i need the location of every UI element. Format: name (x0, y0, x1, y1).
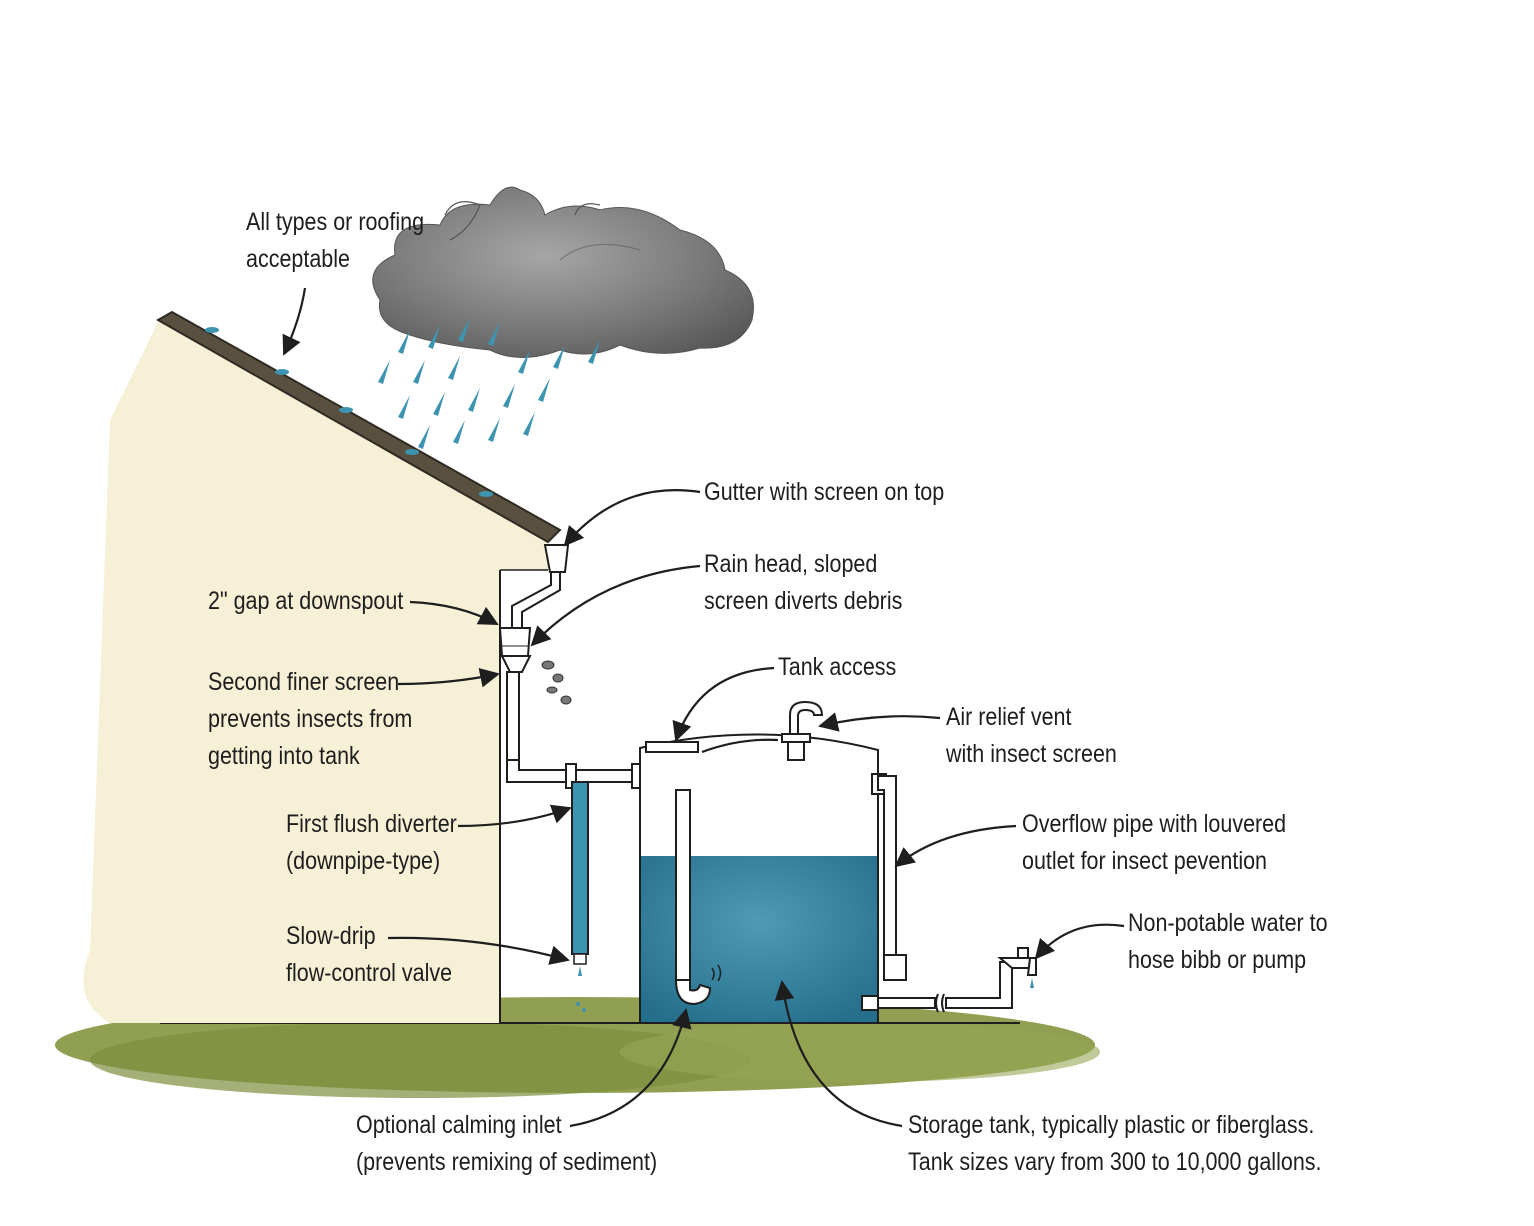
debris-leaves (541, 660, 572, 705)
first-flush-diverter (571, 781, 589, 1012)
arrow-overflow (894, 824, 1017, 868)
label-gutter: Gutter with screen on top (704, 478, 945, 506)
arrow-second-screen (397, 667, 500, 688)
arrow-roofing (282, 287, 307, 356)
arrow-calming (569, 1008, 692, 1128)
rain-cloud (372, 186, 754, 358)
arrow-air-vent (818, 712, 941, 732)
label-storage: Storage tank, typically plastic or fiber… (908, 1111, 1322, 1176)
storage-tank (639, 733, 879, 1024)
arrow-storage (774, 980, 903, 1128)
house-wall (83, 318, 549, 1023)
arrow-gap (409, 600, 499, 625)
arrow-tank-access (672, 666, 775, 742)
arrow-first-flush (457, 804, 572, 828)
arrow-rain-head (530, 564, 701, 647)
overflow-pipe (871, 773, 907, 981)
calming-inlet-pipe (674, 789, 722, 1006)
outlet-pipe-hose-bibb (861, 947, 1037, 1013)
arrow-gutter (563, 489, 701, 547)
label-tank-access: Tank access (778, 653, 897, 681)
label-gap: 2" gap at downspout (208, 587, 404, 615)
air-relief-vent (781, 700, 824, 761)
label-calming: Optional calming inlet(prevents remixing… (356, 1111, 658, 1176)
roof (155, 310, 562, 544)
gutter-downspout (498, 544, 570, 763)
label-first-flush: First flush diverter(downpipe-type) (286, 810, 457, 875)
arrow-slow-drip (387, 936, 570, 965)
callout-arrows (282, 287, 1125, 1128)
arrow-non-potable (1034, 923, 1125, 960)
rain-drops (378, 318, 600, 449)
